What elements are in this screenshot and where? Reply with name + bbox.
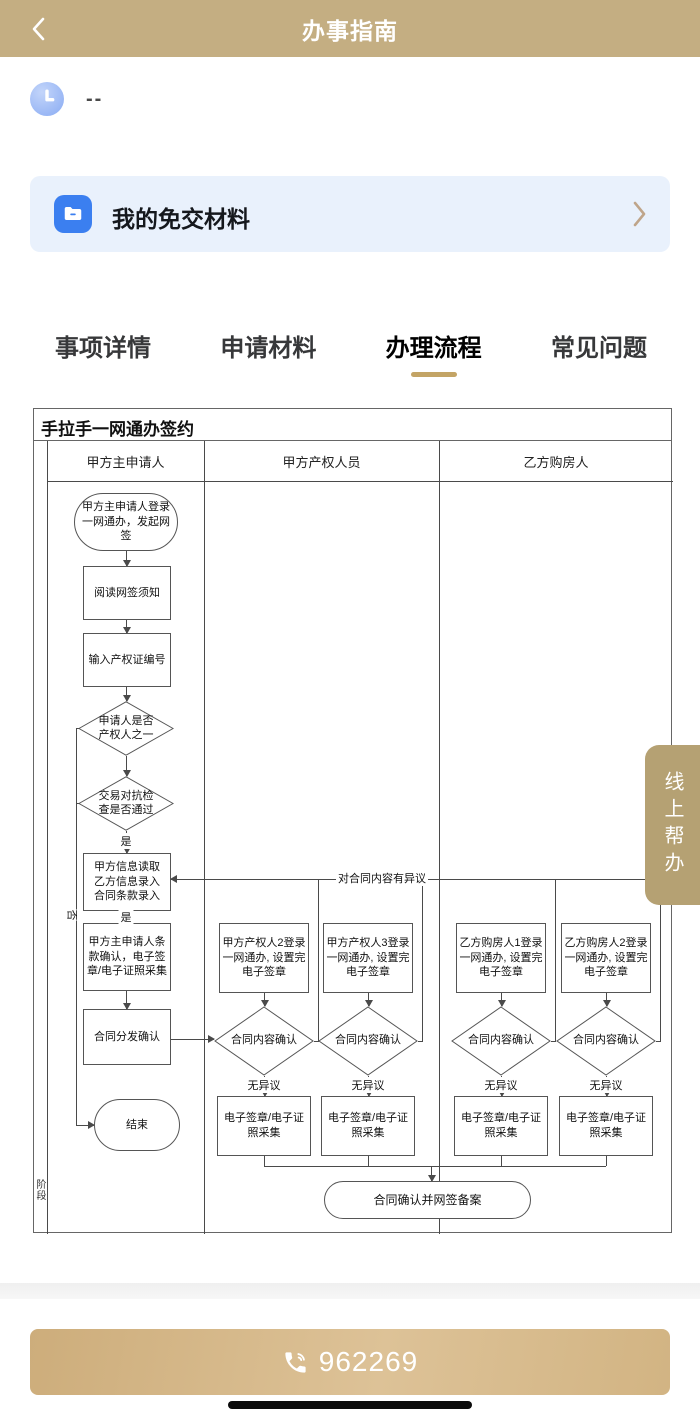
label-objection: 对合同内容有异议: [336, 870, 428, 886]
flow-line: [264, 1166, 606, 1167]
decision-owner3-confirm: 合同内容确认: [318, 1006, 418, 1076]
node-distribute: 合同分发确认: [83, 1009, 171, 1065]
process-flowchart: 手拉手一网通办签约 甲方主申请人 甲方产权人员 乙方购房人 阶段: [33, 408, 673, 1234]
stage-strip-line: [47, 441, 48, 1234]
tab-process-flow[interactable]: 办理流程: [386, 328, 482, 377]
flow-arrow-down: [122, 687, 131, 702]
footer-divider: [0, 1283, 700, 1299]
flow-line: [368, 1156, 369, 1166]
node-info-entry: 甲方信息读取 乙方信息录入 合同条款录入: [83, 853, 171, 911]
hotline-number: 962269: [318, 1346, 419, 1377]
label-no: 否: [64, 909, 81, 921]
node-buyer1-esign: 电子签章/电子证照采集: [454, 1096, 548, 1156]
label-yes: 是: [118, 833, 134, 849]
flowchart-title: 手拉手一网通办签约: [34, 409, 671, 441]
phone-icon: [285, 1351, 306, 1373]
node-input-cert: 输入产权证编号: [83, 633, 171, 687]
flow-arrow-down: [122, 756, 131, 777]
node-end: 结束: [94, 1099, 180, 1151]
time-value: --: [86, 88, 104, 110]
flow-arrow-down: [122, 551, 131, 567]
flow-arrow-down: [122, 620, 131, 634]
node-main-sign: 甲方主申请人条款确认，电子签章/电子证照采集: [83, 923, 171, 991]
clock-icon: [30, 82, 64, 116]
app-bar: 办事指南: [0, 0, 700, 57]
call-hotline-button[interactable]: 962269: [30, 1329, 670, 1395]
lane-header-line: [47, 481, 673, 482]
decision-trade-check: 交易对抗检查是否通过: [78, 776, 174, 831]
folder-icon: [54, 195, 92, 233]
flow-line: [551, 1041, 556, 1042]
flow-line: [418, 1041, 423, 1042]
flow-arrow-down: [260, 993, 269, 1007]
node-owner2-esign: 电子签章/电子证照采集: [217, 1096, 311, 1156]
page-title: 办事指南: [302, 17, 398, 44]
flow-arrow-down: [497, 993, 506, 1007]
online-help-tab[interactable]: 线上帮办: [645, 745, 700, 905]
chevron-right-icon: [628, 198, 650, 230]
objection-feedback-line: [422, 879, 423, 1041]
flow-arrow-down: [427, 1166, 436, 1182]
tab-bar: 事项详情 申请材料 办理流程 常见问题: [55, 328, 647, 377]
decision-buyer2-confirm: 合同内容确认: [556, 1006, 656, 1076]
flow-arrow-right: [171, 1035, 215, 1043]
back-icon[interactable]: [26, 14, 52, 44]
flow-line: [501, 1156, 502, 1166]
flow-arrow-right: [76, 1121, 95, 1129]
label-no-objection: 无异议: [349, 1077, 387, 1093]
flow-arrow-down: [364, 993, 373, 1007]
lane-divider: [204, 441, 205, 1234]
stage-label: 阶段: [34, 1179, 45, 1201]
flow-line: [264, 1156, 265, 1166]
flow-line-no-branch: [76, 728, 77, 1125]
objection-feedback-line: [555, 879, 556, 1041]
home-indicator[interactable]: [228, 1401, 472, 1409]
lane-header-buyers: 乙方购房人: [523, 454, 589, 470]
flow-arrow-down: [602, 993, 611, 1007]
lane-divider: [439, 441, 440, 1234]
tab-application-materials[interactable]: 申请材料: [220, 335, 317, 362]
tab-faq[interactable]: 常见问题: [550, 335, 647, 362]
decision-owner2-confirm: 合同内容确认: [214, 1006, 314, 1076]
node-owner2-login: 甲方产权人2登录一网通办, 设置完电子签章: [219, 923, 309, 993]
node-start: 甲方主申请人登录一网通办，发起网签: [74, 493, 178, 551]
flow-line: [656, 1041, 661, 1042]
flow-line: [76, 803, 79, 804]
decision-buyer1-confirm: 合同内容确认: [451, 1006, 551, 1076]
node-final-record: 合同确认并网签备案: [324, 1181, 531, 1219]
decision-is-owner: 申请人是否产权人之一: [78, 701, 174, 756]
node-buyer2-login: 乙方购房人2登录一网通办, 设置完电子签章: [561, 923, 651, 993]
lane-header-applicant: 甲方主申请人: [86, 454, 165, 470]
label-no-objection: 无异议: [245, 1077, 283, 1093]
label-yes: 是: [118, 909, 134, 925]
node-buyer1-login: 乙方购房人1登录一网通办, 设置完电子签章: [456, 923, 546, 993]
objection-feedback-line: [318, 879, 319, 1041]
node-read-notice: 阅读网签须知: [83, 566, 171, 620]
lane-header-owners: 甲方产权人员: [282, 454, 361, 470]
label-no-objection: 无异议: [482, 1077, 520, 1093]
node-owner3-login: 甲方产权人3登录一网通办, 设置完电子签章: [323, 923, 413, 993]
flow-line: [76, 728, 79, 729]
objection-feedback-line: [660, 879, 661, 1041]
my-materials-card[interactable]: 我的免交材料: [30, 176, 670, 252]
tab-item-details[interactable]: 事项详情: [55, 335, 151, 362]
node-buyer2-esign: 电子签章/电子证照采集: [559, 1096, 653, 1156]
flow-line: [314, 1041, 319, 1042]
node-owner3-esign: 电子签章/电子证照采集: [321, 1096, 415, 1156]
label-no-objection: 无异议: [587, 1077, 625, 1093]
flow-line: [606, 1156, 607, 1166]
flow-arrow-down: [122, 991, 131, 1010]
card-label: 我的免交材料: [112, 206, 250, 232]
